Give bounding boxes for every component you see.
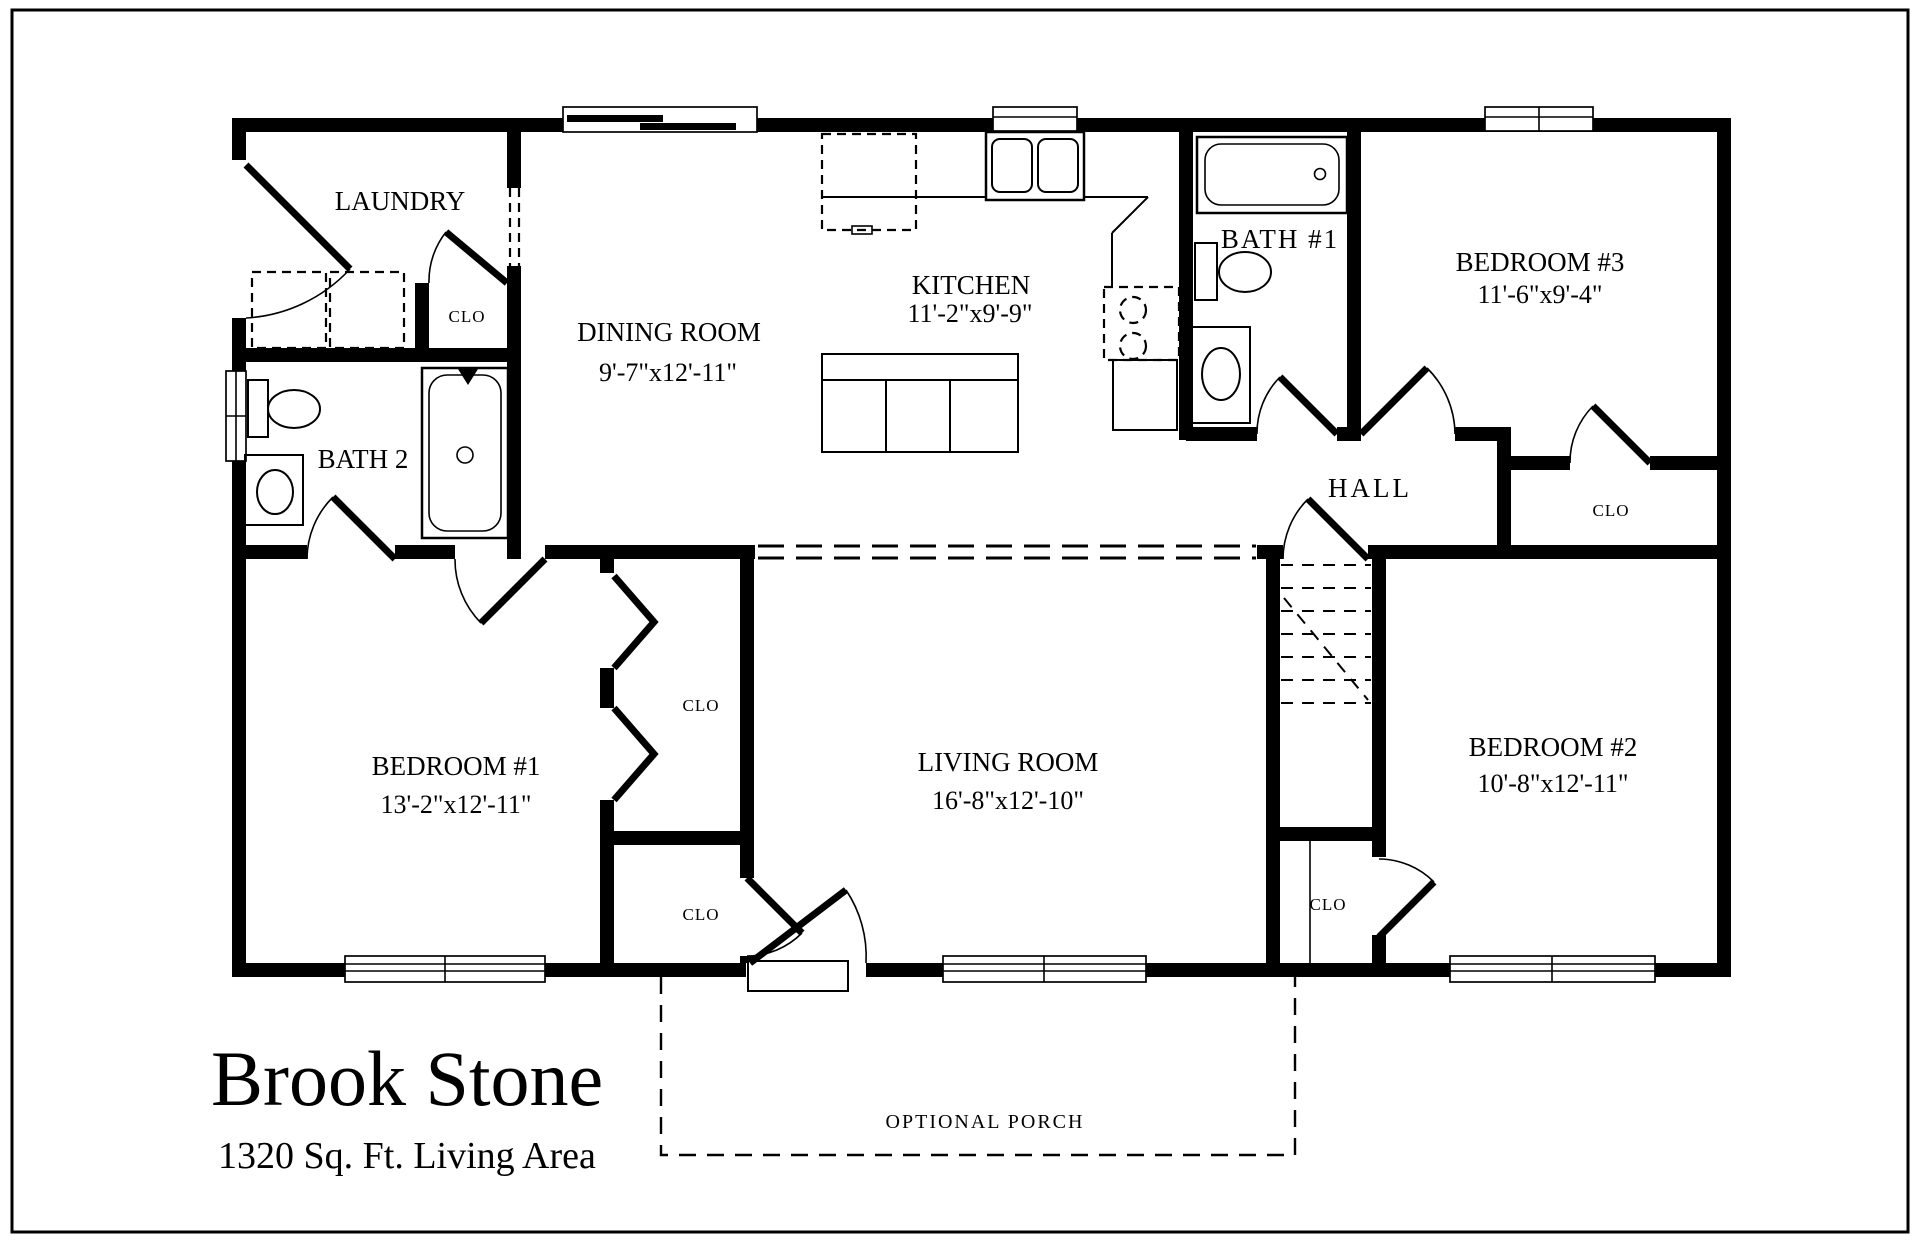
room-dims-kitchen: 11'-2"x9'-9" — [908, 299, 1033, 328]
kitchen-counter — [822, 196, 1178, 431]
sink-bath2 — [244, 454, 304, 526]
room-label-bedroom3: BEDROOM #3 — [1456, 247, 1625, 277]
room-label-kitchen: KITCHEN — [912, 270, 1030, 300]
room-label-hall: HALL — [1328, 473, 1412, 503]
room-label-dining: DINING ROOM — [577, 317, 761, 347]
bedroom1-closet-bifold-doors — [611, 573, 659, 803]
bathtub — [1195, 135, 1349, 215]
room-label-bedroom1: BEDROOM #1 — [372, 751, 541, 781]
room-label-laundry: LAUNDRY — [335, 186, 466, 216]
plan-subtitle: 1320 Sq. Ft. Living Area — [218, 1135, 596, 1177]
window-bath2 — [225, 370, 247, 462]
dryer — [328, 270, 406, 350]
front-door — [747, 887, 867, 992]
window-bedroom2 — [1449, 955, 1656, 983]
room-dims-bedroom1: 13'-2"x12'-11" — [381, 790, 532, 819]
room-dims-bedroom3: 11'-6"x9'-4" — [1478, 280, 1603, 309]
shower-head-icon — [458, 369, 478, 385]
sink-bath1 — [1191, 326, 1251, 424]
shower — [420, 366, 510, 540]
stairs — [1281, 564, 1371, 704]
room-dims-bedroom2: 10'-8"x12'-11" — [1478, 769, 1629, 798]
bath2-door — [306, 494, 398, 562]
bedroom3-closet-door — [1569, 403, 1653, 466]
bedroom1-door — [454, 556, 548, 626]
closet-label-hall-lower: CLO — [683, 905, 720, 924]
window-bedroom1 — [344, 955, 546, 983]
closet-label-hall-upper: CLO — [683, 696, 720, 715]
page-border — [10, 8, 1910, 1234]
washer — [250, 270, 328, 350]
closet-label-bedroom2: CLO — [1310, 895, 1347, 914]
kitchen-sink — [984, 130, 1086, 202]
laundry-closet-door — [428, 229, 510, 286]
toilet-bath1 — [1194, 242, 1272, 301]
room-dims-dining: 9'-7"x12'-11" — [599, 358, 737, 387]
plan-title: Brook Stone — [211, 1035, 603, 1122]
living-closet-door — [744, 875, 805, 957]
interior-walls — [246, 125, 1717, 963]
closet-label-laundry: CLO — [449, 307, 486, 326]
toilet-bath2 — [247, 379, 321, 438]
porch-label: OPTIONAL PORCH — [886, 1111, 1085, 1133]
room-label-bedroom2: BEDROOM #2 — [1469, 732, 1638, 762]
bedroom2-door — [1376, 858, 1437, 940]
window-kitchen — [992, 106, 1078, 132]
kitchen-island — [821, 353, 1019, 453]
closet-label-bedroom3: CLO — [1593, 501, 1630, 520]
window-bedroom3 — [1484, 106, 1594, 132]
laundry-entry-door — [243, 162, 353, 319]
stove — [1102, 285, 1181, 362]
bedroom3-door — [1358, 365, 1456, 437]
bath1-door — [1256, 374, 1340, 437]
optional-porch-outline — [659, 977, 1297, 1157]
wall-openings — [232, 160, 866, 977]
dashed-openings — [508, 188, 1256, 560]
room-label-bath1: BATH #1 — [1221, 224, 1339, 254]
refrigerator — [820, 132, 918, 235]
room-label-living: LIVING ROOM — [918, 747, 1099, 777]
room-dims-living: 16'-8"x12'-10" — [932, 786, 1084, 815]
window-living — [942, 955, 1147, 983]
room-label-bath2: BATH 2 — [318, 444, 409, 474]
stair-door — [1282, 496, 1371, 562]
window-dining — [562, 106, 758, 133]
